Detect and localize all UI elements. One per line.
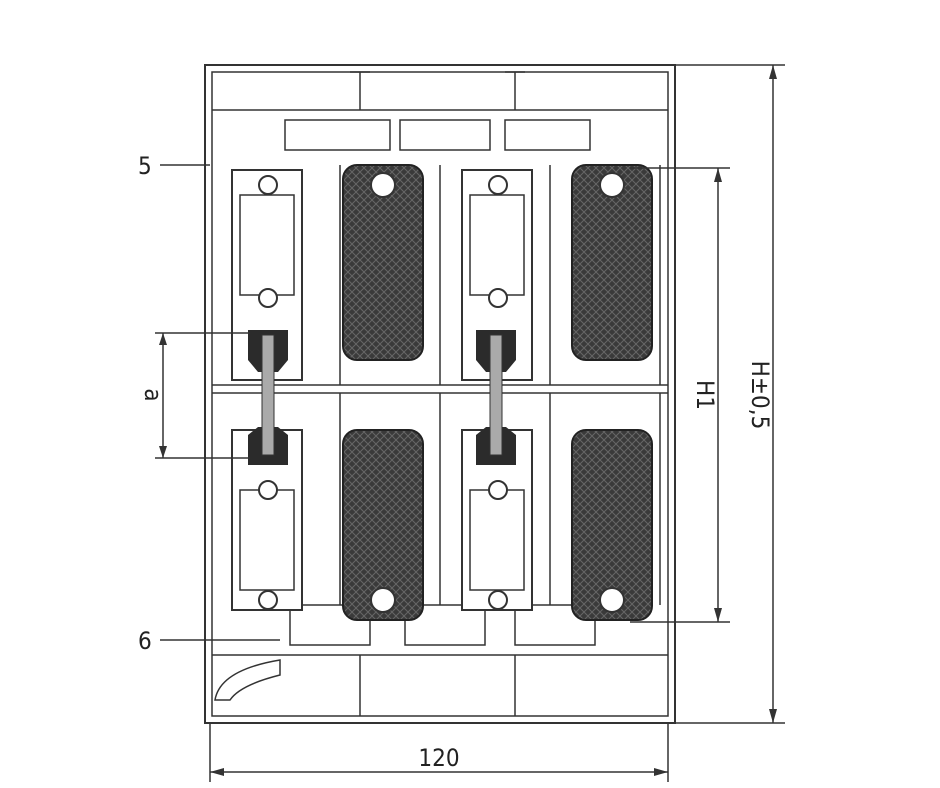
dim-h1-label: H1 [691,380,719,410]
dim-a-label: a [139,388,167,401]
dim-width-label: 120 [418,744,459,772]
callout-6-label: 6 [138,627,152,655]
dimensions [155,64,785,782]
infill-panels [258,164,653,621]
dim-h-label: H±0,5 [746,361,774,430]
seal-gaskets [248,330,516,465]
callout-5-label: 5 [138,152,152,180]
